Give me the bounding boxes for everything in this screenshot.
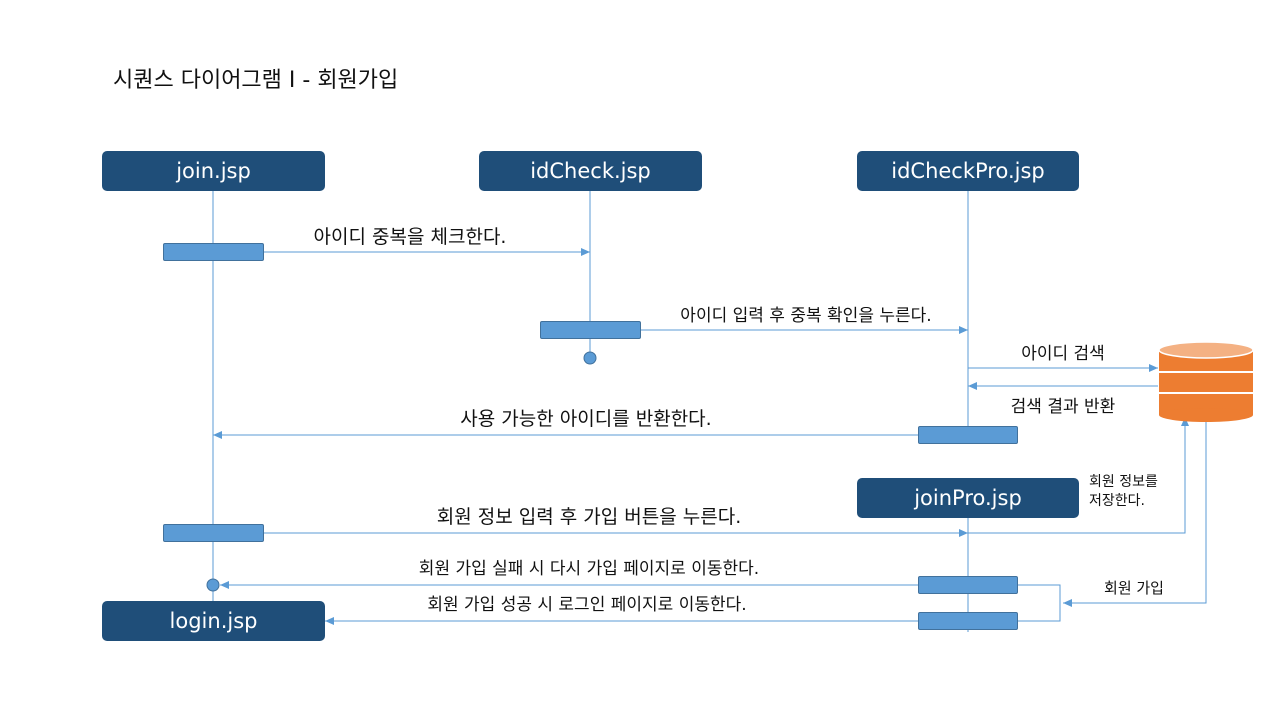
activation-idcheckpro [918, 426, 1018, 444]
end-dot-join [206, 578, 220, 592]
message-label-m1: 아이디 중복을 체크한다. [313, 226, 507, 248]
message-label-m4: 검색 결과 반환 [1010, 397, 1116, 417]
end-dot-idcheck [583, 351, 597, 365]
activation-idcheck [540, 321, 641, 339]
message-label-m2: 아이디 입력 후 중복 확인을 누른다. [680, 306, 932, 326]
message-label-m3: 아이디 검색 [1021, 344, 1105, 364]
message-label-m8: 회원 가입 성공 시 로그인 페이지로 이동한다. [427, 595, 747, 615]
activation-joinpro-2 [918, 612, 1018, 630]
message-label-m6: 회원 정보 입력 후 가입 버튼을 누른다. [436, 506, 742, 528]
note-save-member: 회원 정보를 저장한다. [1089, 473, 1158, 511]
actor-joinpro: joinPro.jsp [857, 478, 1079, 518]
activation-join-1 [163, 243, 264, 261]
activation-joinpro-1 [918, 576, 1018, 594]
message-label-m5: 사용 가능한 아이디를 반환한다. [460, 408, 712, 430]
database-icon [1158, 341, 1254, 422]
note-line-1: 회원 정보를 [1089, 474, 1158, 490]
actor-login: login.jsp [102, 601, 325, 641]
diagram-title: 시퀀스 다이어그램 I - 회원가입 [113, 68, 399, 93]
bracket-results [1017, 584, 1061, 622]
actor-idcheckpro: idCheckPro.jsp [857, 151, 1079, 191]
message-label-m7: 회원 가입 실패 시 다시 가입 페이지로 이동한다. [418, 559, 760, 579]
activation-join-2 [163, 524, 264, 542]
arrow-join-result [1063, 417, 1207, 607]
actor-join: join.jsp [102, 151, 325, 191]
message-label-m9: 회원 가입 [1104, 579, 1164, 597]
actor-idcheck: idCheck.jsp [479, 151, 702, 191]
arrow-save [968, 417, 1189, 534]
note-line-2: 저장한다. [1089, 493, 1145, 509]
